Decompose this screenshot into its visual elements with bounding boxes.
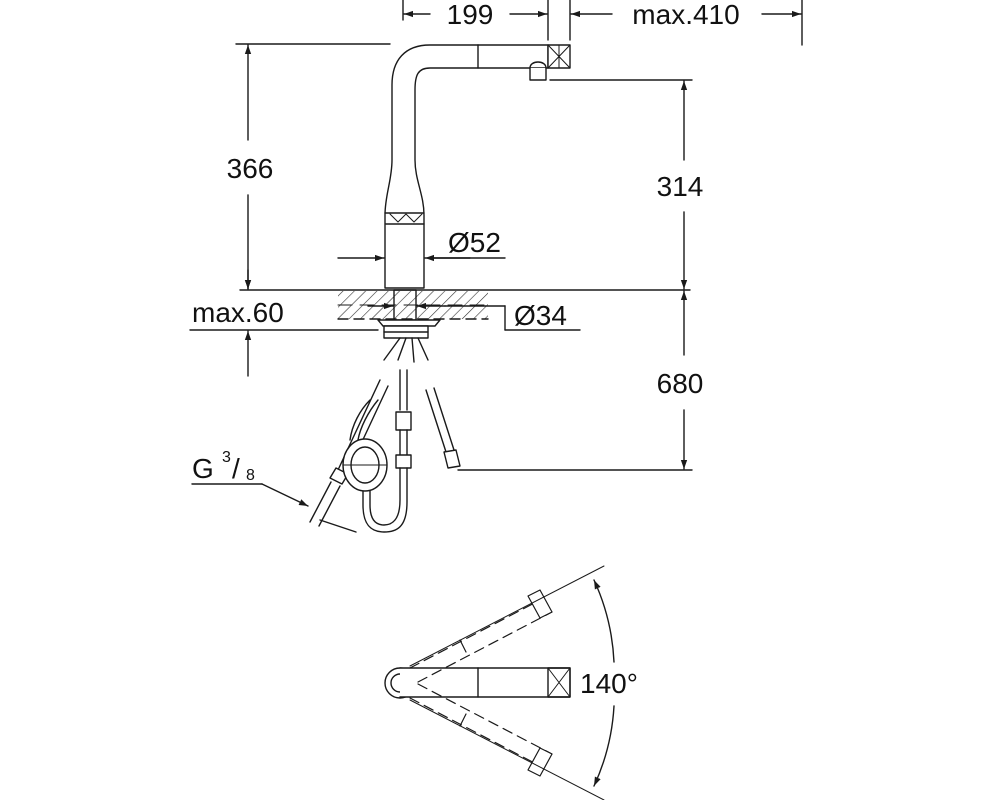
dimension-reach [402,0,803,46]
label-thread-slash: / [232,453,240,484]
label-max-reach: max.410 [632,0,739,30]
label-total-height: 366 [227,153,274,184]
label-max-deck-thickness: max.60 [192,297,284,328]
label-outlet-height: 314 [657,171,704,202]
label-swivel-angle: 140° [580,668,638,699]
label-thread-denominator: 8 [246,467,255,484]
label-connection-thread: G [192,453,214,484]
dimension-hose-length [457,290,693,471]
dimension-base-diameter [367,302,581,331]
label-hose-length: 680 [657,368,704,399]
thread-leader [191,483,357,533]
label-base-diameter: Ø34 [514,300,567,331]
label-spout-reach: 199 [447,0,494,30]
dimension-outlet-height [549,79,693,290]
label-thread-numerator: 3 [222,449,231,466]
countertop-section [239,289,691,320]
supply-hoses [309,337,461,533]
faucet-body [377,44,571,339]
top-view-swivel [384,565,615,800]
dimension-deck-thickness [189,269,379,377]
label-body-diameter: Ø52 [448,227,501,258]
